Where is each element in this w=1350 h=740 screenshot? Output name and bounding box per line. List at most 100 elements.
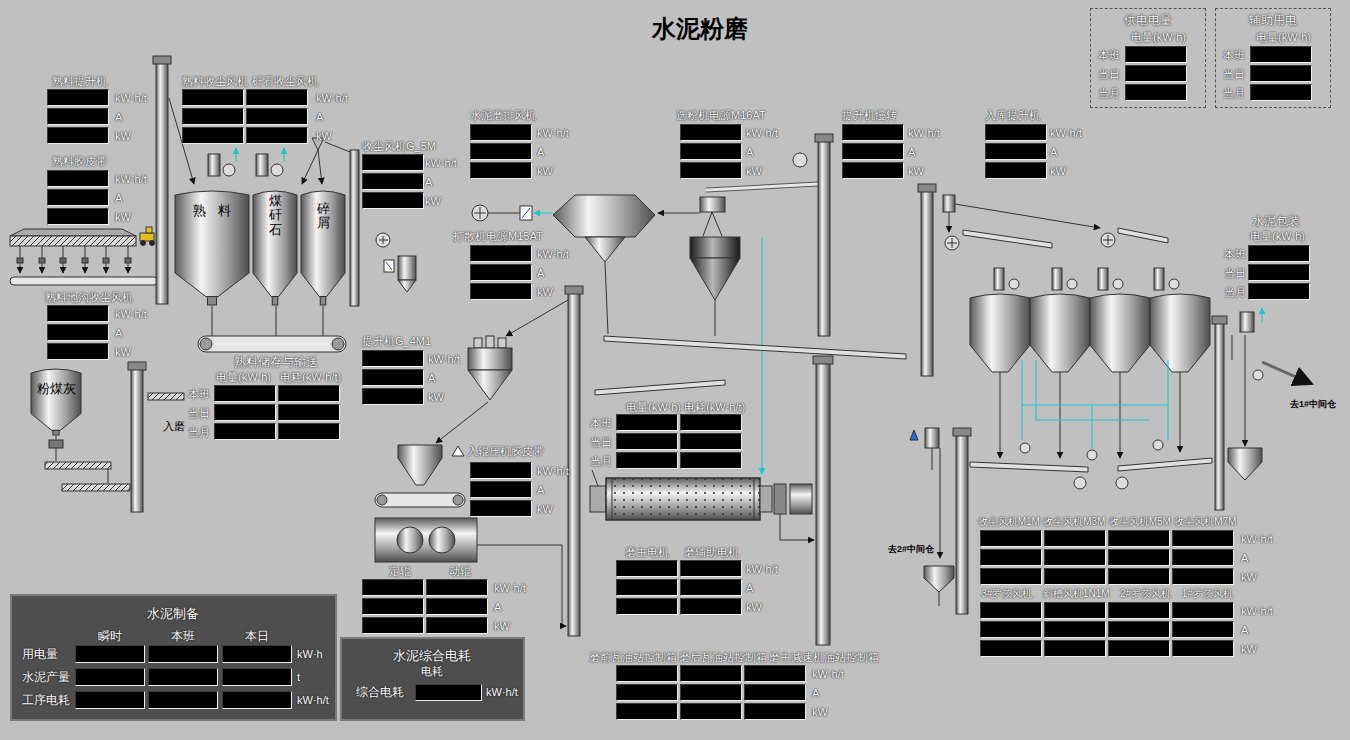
value-box [278, 423, 340, 440]
unit-label: kW·h/t [746, 126, 778, 140]
unit-label: A [537, 266, 544, 280]
unit-label: A [425, 175, 432, 189]
value-box [1108, 568, 1170, 585]
unit-label: kW [425, 194, 441, 208]
panel-text: 瞬时 [98, 628, 122, 644]
value-box [1172, 549, 1234, 566]
unit-label: kW·h/t [1241, 604, 1273, 618]
unit-label: kW·h/t [115, 307, 147, 321]
value-box [470, 283, 532, 300]
value-box [1125, 84, 1187, 101]
unit-label: kW [428, 390, 444, 404]
value-box [362, 192, 424, 209]
value-box [470, 264, 532, 281]
panel-text: 当日 [1223, 67, 1245, 81]
meter-panel: 入辊压机胶皮带kW·h/tAkW [467, 443, 579, 520]
header-row: 磨前瓦油站控制箱磨后瓦油站控制箱磨主减速机油站控制箱 [588, 650, 880, 664]
header-row: 定辊动辊 [370, 564, 490, 578]
value-box [980, 530, 1042, 547]
unit-label: kW [908, 164, 924, 178]
value-box [1172, 621, 1234, 638]
value-box [980, 568, 1042, 585]
unit-label: A [1241, 551, 1248, 565]
value-box [470, 162, 532, 179]
meter-panel: 熟料地沟收尘风机kW·h/tAkW [45, 289, 157, 363]
meter-panel: 提升机慢转kW·h/tAkW [842, 107, 952, 182]
value-box [214, 423, 276, 440]
value-box [47, 343, 109, 360]
panel-heading: 磨主电机 [625, 545, 669, 559]
panel-text: 当月 [590, 454, 612, 468]
panel-heading: 提升机慢转 [842, 108, 897, 122]
unit-label: A [1050, 145, 1057, 159]
meter-panel: 收尘风机M1M收尘风机M3M收尘风机M5M收尘风机M7MkW·h/tAkW [976, 514, 1283, 588]
value-box [47, 89, 109, 106]
panel-heading: 定辊 [389, 564, 411, 578]
unit-label: kW [746, 600, 762, 614]
header-row: 收尘风机M1M收尘风机M3M收尘风机M5M收尘风机M7M [976, 515, 1238, 529]
value-box [362, 617, 424, 634]
panel-text: 电耗(kW·h/t) [280, 370, 341, 384]
flow-note: 入磨 [163, 419, 185, 433]
energy-panel: 电量(kW·h)电耗(kW·h/t)本班当日当月 [588, 398, 748, 473]
panel-text: 电耗(kW·h/t) [684, 400, 745, 414]
value-box [1248, 245, 1310, 262]
panel-text: 水泥产量 [22, 669, 70, 685]
unit-label: kW [1241, 570, 1257, 584]
unit-label: kW·h/t [115, 172, 147, 186]
value-box [616, 452, 678, 469]
summary-panel: 水泥综合电耗电耗综合电耗kW·h/t [340, 637, 525, 721]
silo-outline [30, 366, 82, 436]
value-box [426, 579, 488, 596]
unit-label: kW·h/t [494, 581, 526, 595]
panel-heading: 水泥磨排风机 [470, 108, 536, 122]
panel-heading: 熟料收尘风机 [182, 74, 248, 88]
panel-text: 本班 [171, 628, 195, 644]
value-box [1172, 568, 1234, 585]
panel-heading: 提升机G_4M1 [362, 334, 431, 348]
unit-label: kW [537, 164, 553, 178]
panel-text: 电量(kW·h) [1131, 30, 1186, 44]
value-box [47, 108, 109, 125]
unit-label: kW·h/t [537, 126, 569, 140]
value-box [744, 665, 806, 682]
value-box [1108, 530, 1170, 547]
value-box [1250, 46, 1312, 63]
value-box [1248, 283, 1310, 300]
value-box [148, 691, 218, 709]
panel-text: 本班 [188, 387, 210, 401]
value-box [1108, 602, 1170, 619]
panel-heading: 斜槽风机1N1M [1043, 587, 1110, 601]
panel-text: 熟料储存与输送 [234, 354, 318, 370]
value-box [362, 173, 424, 190]
meter-panel: 收尘风机G_5MkW·h/tAkW [362, 138, 472, 212]
value-box [616, 665, 678, 682]
meter-panel: 入库提升机kW·h/tAkW [985, 107, 1095, 182]
unit-label: kW [115, 345, 131, 359]
value-box [616, 579, 678, 596]
unit-label: kW·h/t [316, 91, 348, 105]
value-box [616, 560, 678, 577]
value-box [1250, 84, 1312, 101]
value-box [985, 143, 1047, 160]
panel-heading: 收尘风机M5M [1109, 515, 1171, 529]
panel-text: 水泥包装 [1252, 213, 1300, 229]
panel-text: 本班 [1223, 48, 1245, 62]
unit-label: A [428, 371, 435, 385]
value-box [470, 462, 532, 479]
value-box [362, 350, 424, 367]
panel-heading: 磨前瓦油站控制箱 [589, 650, 677, 664]
value-box [1250, 65, 1312, 82]
meter-panel: 磨主电机磨辅助电机kW·h/tAkW [616, 544, 788, 618]
panel-heading: 矸石收尘风机 [252, 74, 318, 88]
value-box [744, 703, 806, 720]
value-box [278, 404, 340, 421]
panel-text: 水泥综合电耗 [393, 647, 471, 664]
value-box [47, 324, 109, 341]
value-box [680, 579, 742, 596]
panel-text: 本班 [1098, 48, 1120, 62]
unit-label: A [1241, 623, 1248, 637]
panel-text: 辅助用电 [1249, 12, 1297, 28]
energy-panel: 熟料储存与输送电量(kW·h)电耗(kW·h/t)本班当日当月 [186, 354, 346, 444]
unit-label: A [115, 326, 122, 340]
